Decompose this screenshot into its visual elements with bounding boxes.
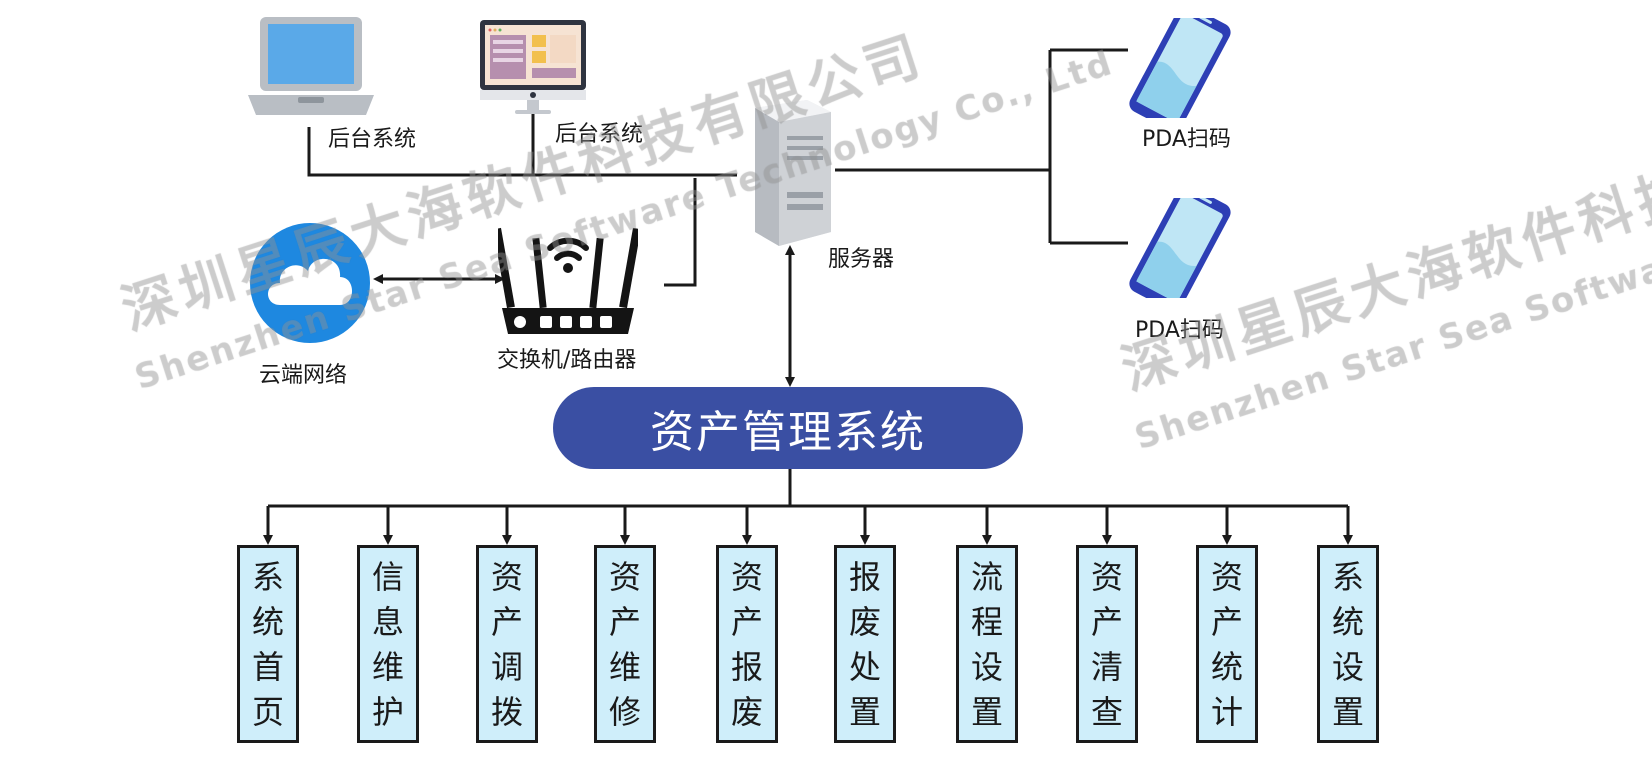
cloud-icon	[250, 223, 370, 343]
module-char: 信	[371, 557, 404, 596]
module-char: 调	[490, 647, 523, 686]
monitor-icon	[480, 20, 586, 114]
module-char: 资	[1090, 557, 1123, 596]
module-char: 程	[970, 602, 1003, 641]
module-char: 处	[848, 647, 881, 686]
laptop-icon	[248, 17, 374, 115]
module-char: 清	[1090, 647, 1123, 686]
router-label: 交换机/路由器	[497, 348, 637, 373]
module-char: 系	[251, 557, 284, 596]
pda-label-1: PDA扫码	[1142, 127, 1231, 152]
module-char: 计	[1210, 692, 1243, 731]
module-char: 查	[1090, 692, 1123, 731]
module-box: 资产报废	[716, 545, 778, 743]
module-box: 资产清查	[1076, 545, 1138, 743]
module-char: 置	[1331, 692, 1364, 731]
module-char: 统	[1210, 647, 1243, 686]
module-box: 流程设置	[956, 545, 1018, 743]
module-char: 产	[730, 602, 763, 641]
module-char: 产	[490, 602, 523, 641]
module-char: 护	[371, 692, 404, 731]
module-box: 信息维护	[357, 545, 419, 743]
router-icon	[498, 227, 638, 334]
server-label: 服务器	[828, 247, 895, 272]
module-char: 维	[371, 647, 404, 686]
module-box: 资产调拨	[476, 545, 538, 743]
module-char: 产	[608, 602, 641, 641]
module-char: 统	[1331, 602, 1364, 641]
backend-label-1: 后台系统	[328, 127, 417, 152]
module-char: 产	[1090, 602, 1123, 641]
module-char: 废	[848, 602, 881, 641]
module-char: 息	[371, 602, 404, 641]
module-box: 资产统计	[1196, 545, 1258, 743]
module-char: 置	[970, 692, 1003, 731]
module-char: 资	[1210, 557, 1243, 596]
module-box: 报废处置	[834, 545, 896, 743]
smartphone-icon	[1129, 18, 1231, 118]
smartphone-icon	[1129, 198, 1231, 298]
cloud-label: 云端网络	[259, 363, 348, 388]
module-char: 废	[730, 692, 763, 731]
module-char: 资	[730, 557, 763, 596]
module-char: 置	[848, 692, 881, 731]
module-char: 资	[608, 557, 641, 596]
module-char: 设	[1331, 647, 1364, 686]
module-char: 报	[848, 557, 881, 596]
backend-label-2: 后台系统	[555, 122, 644, 147]
pda-label-2: PDA扫码	[1135, 318, 1224, 343]
module-char: 统	[251, 602, 284, 641]
module-char: 维	[608, 647, 641, 686]
module-char: 系	[1331, 557, 1364, 596]
module-char: 首	[251, 647, 284, 686]
module-box: 系统设置	[1317, 545, 1379, 743]
module-char: 修	[608, 692, 641, 731]
asset-management-system-title: 资产管理系统	[553, 387, 1023, 469]
module-char: 资	[490, 557, 523, 596]
module-char: 产	[1210, 602, 1243, 641]
server-icon	[755, 100, 831, 246]
module-char: 拨	[490, 692, 523, 731]
module-box: 资产维修	[594, 545, 656, 743]
backend-bus-line	[307, 127, 737, 177]
module-char: 页	[251, 692, 284, 731]
module-box: 系统首页	[237, 545, 299, 743]
module-char: 设	[970, 647, 1003, 686]
module-char: 流	[970, 557, 1003, 596]
module-char: 报	[730, 647, 763, 686]
router-link-line	[664, 178, 697, 287]
